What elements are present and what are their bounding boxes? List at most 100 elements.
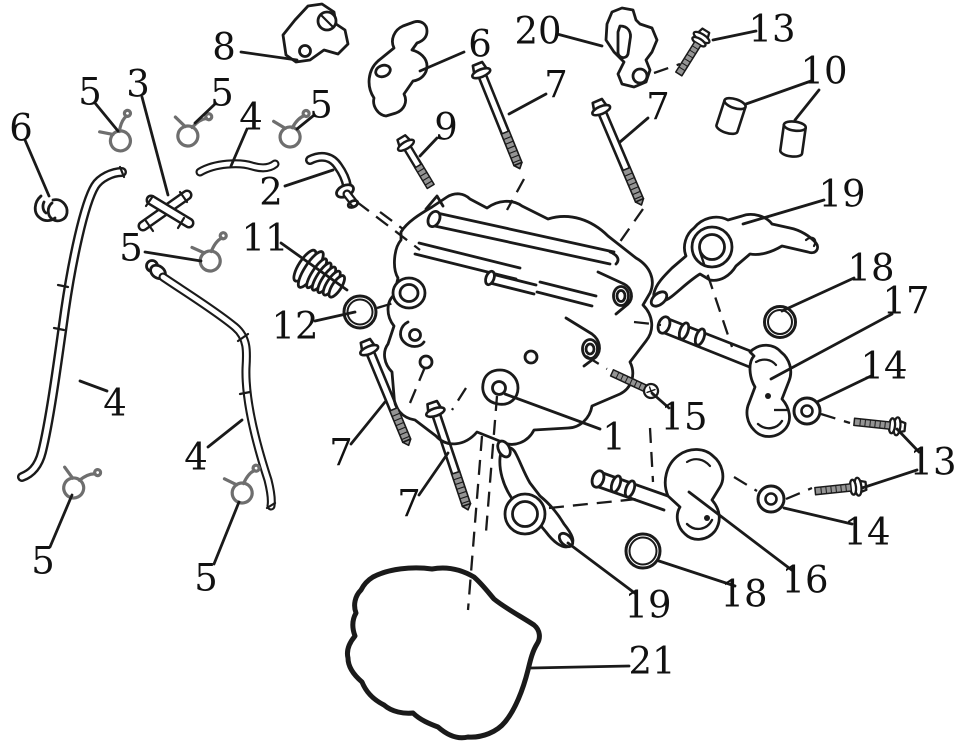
dashed-line-1	[356, 201, 421, 251]
dashed-line-15	[733, 476, 758, 492]
leader-line-7	[295, 114, 315, 131]
leader-line-20	[780, 276, 856, 313]
part-label-7-35: 7	[397, 483, 421, 526]
leader-line-6	[229, 127, 249, 168]
part-label-5-32: 5	[31, 540, 55, 583]
leader-line-3	[93, 101, 120, 133]
leader-line-28	[687, 490, 795, 573]
dashed-line-18	[379, 211, 404, 230]
leader-line-18	[143, 250, 203, 263]
leader-line-32	[78, 379, 109, 393]
washer-2	[756, 484, 786, 514]
part-label-19-18: 19	[818, 173, 865, 216]
dashed-line-19	[648, 427, 655, 483]
part-label-6-2: 6	[9, 107, 33, 150]
part-label-5-17: 5	[119, 227, 143, 270]
leader-line-26	[860, 468, 919, 490]
dashed-line-3	[505, 178, 526, 211]
hose-long-left	[17, 165, 127, 482]
leader-line-34	[48, 493, 74, 549]
leader-line-5	[193, 102, 217, 125]
leader-line-36	[349, 400, 387, 446]
dashed-line-5	[408, 366, 427, 404]
part-label-10-12: 10	[800, 50, 847, 93]
leader-line-10	[507, 92, 548, 116]
part-label-20-9: 20	[514, 10, 561, 53]
leader-line-33	[206, 418, 244, 449]
tappet-cap-2	[778, 118, 808, 160]
part-label-4-30: 4	[103, 382, 127, 425]
part-label-18-19: 18	[847, 247, 894, 290]
leader-line-37	[417, 451, 450, 497]
part-label-4-31: 4	[184, 436, 208, 479]
leader-line-27	[782, 506, 854, 526]
part-label-7-34: 7	[329, 432, 353, 475]
o-ring-small	[342, 294, 378, 330]
part-label-5-7: 5	[309, 84, 333, 127]
part-label-17-20: 17	[882, 280, 929, 323]
part-label-4-6: 4	[239, 96, 263, 139]
dashed-line-6	[451, 387, 467, 411]
leader-line-14	[418, 136, 439, 158]
hose-short	[195, 159, 280, 177]
dashed-line-7	[466, 435, 484, 611]
bracket-angle	[604, 6, 659, 89]
spring-bellows	[292, 248, 346, 299]
leader-line-24	[503, 392, 602, 431]
dashed-line-17	[548, 497, 638, 510]
assembly-dashed-lines	[356, 62, 851, 611]
clip-left	[33, 194, 69, 223]
leader-line-17	[313, 310, 357, 323]
leader-line-19	[741, 198, 826, 226]
part-label-21-29: 21	[628, 640, 675, 683]
part-label-16-26: 16	[781, 559, 828, 602]
t-joint	[137, 189, 195, 233]
part-label-13-11: 13	[748, 8, 795, 51]
rocker-arm-lower	[496, 439, 575, 549]
dashed-line-16	[785, 486, 813, 501]
leader-line-30	[566, 541, 638, 596]
leader-line-22	[815, 374, 873, 404]
part-label-14-25: 14	[843, 511, 890, 554]
leader-lines	[23, 29, 921, 670]
leader-line-15	[283, 168, 335, 188]
leader-line-25	[895, 427, 921, 454]
bracket-right	[367, 20, 429, 118]
dashed-line-14	[820, 412, 851, 425]
leader-line-11	[711, 29, 758, 42]
part-label-6-8: 6	[468, 23, 492, 66]
dashed-line-2	[376, 300, 398, 310]
part-label-5-5: 5	[210, 72, 234, 115]
leader-line-12	[744, 79, 813, 106]
gasket	[345, 565, 542, 741]
leader-line-31	[529, 664, 631, 670]
dashed-line-11	[633, 320, 662, 327]
o-ring-2	[624, 532, 662, 570]
cylinder-head-cover	[383, 192, 654, 446]
rocker-shaft-upper	[656, 315, 793, 438]
leader-line-4	[140, 95, 170, 197]
dashed-line-12	[585, 355, 608, 370]
leader-line-38	[618, 116, 650, 144]
leader-line-2	[23, 138, 51, 198]
leader-line-21	[769, 312, 894, 381]
leader-line-29	[657, 559, 737, 588]
part-label-2-14: 2	[259, 171, 283, 214]
part-label-18-27: 18	[720, 573, 767, 616]
part-label-8-1: 8	[212, 26, 236, 69]
dashed-line-10	[698, 251, 734, 348]
leader-line-35	[212, 500, 241, 566]
leader-line-13	[793, 88, 821, 122]
part-label-5-33: 5	[194, 557, 218, 600]
part-label-13-24: 13	[909, 441, 956, 484]
leader-line-9	[555, 32, 604, 48]
part-label-3-4: 3	[126, 63, 150, 106]
part-label-15-22: 15	[660, 396, 707, 439]
leader-line-23	[650, 391, 671, 410]
o-ring-1	[763, 305, 797, 339]
leader-line-1	[239, 50, 299, 62]
part-label-1-23: 1	[602, 416, 626, 459]
leader-line-16	[279, 241, 349, 292]
